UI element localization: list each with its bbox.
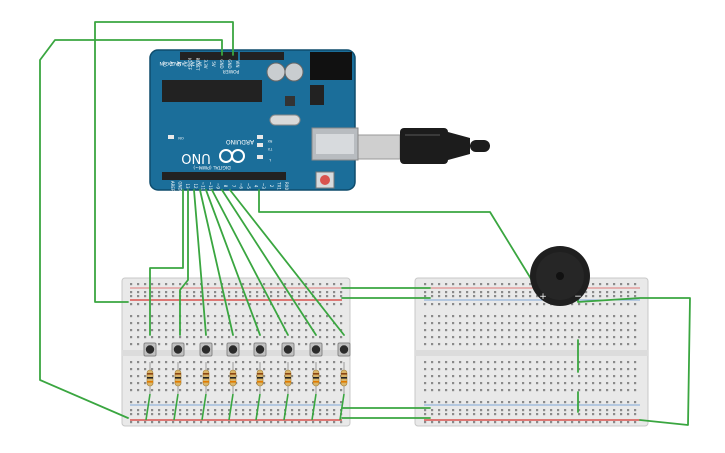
- wire-d2: [149, 189, 184, 336]
- board-model: UNO: [181, 150, 210, 165]
- digital-pin-label: 7: [231, 185, 236, 188]
- tx-led-label: TX: [267, 147, 273, 151]
- digital-pin-label: 8: [223, 185, 228, 188]
- resistor: [202, 362, 210, 394]
- wire-buzzer-gnd: [577, 297, 691, 426]
- analog-pin-label: A2: [176, 61, 181, 67]
- usb-cable: [354, 128, 490, 164]
- power-pin-label: 3.3V: [203, 59, 208, 68]
- resistor: [256, 362, 264, 394]
- digital-header: [162, 172, 286, 180]
- digital-pin-label: RX0: [284, 182, 289, 191]
- digital-pin-label: 2: [269, 185, 274, 188]
- power-pin-label: IOREF: [187, 58, 192, 71]
- digital-pin-label: AREF: [170, 181, 175, 192]
- pin-labels: RX0TX12~34~5~678~9~10~111213GNDAREFVINGN…: [162, 58, 289, 192]
- power-header: [180, 52, 238, 60]
- digital-pin-label: ~11: [200, 182, 205, 191]
- wire-5v-to-rail: [94, 21, 234, 303]
- resistor-gnd-wire: [145, 393, 151, 421]
- wire-d3: [179, 189, 189, 336]
- wire-d5: [199, 189, 234, 336]
- digital-pin-label: ~6: [238, 183, 243, 189]
- resistor: [174, 362, 182, 394]
- resistor-row: [146, 362, 348, 394]
- analog-pin-label: A5: [197, 61, 202, 67]
- resistor-gnd-wire: [311, 393, 317, 421]
- digital-pin-label: ~5: [246, 183, 251, 189]
- wire-d6: [205, 189, 261, 336]
- analog-header: [240, 52, 284, 60]
- digital-pin-label: 13: [185, 183, 190, 189]
- wire-d13-to-buzzer: [258, 189, 545, 301]
- wires: [39, 21, 691, 426]
- pushbutton: [226, 342, 240, 357]
- digital-pin-label: 4: [254, 185, 259, 188]
- wire-d4: [193, 189, 207, 336]
- resistor: [284, 362, 292, 394]
- pushbutton: [337, 342, 351, 357]
- analog-pin-label: A3: [183, 61, 188, 67]
- digital-pin-label: ~3: [261, 183, 266, 189]
- resistor-ground-wires: [145, 393, 345, 421]
- digital-pin-label: ~10: [208, 182, 213, 191]
- piezo-buzzer: + −: [530, 246, 590, 306]
- arduino-logo-icon: [219, 149, 245, 163]
- wire-d9: [229, 189, 345, 336]
- resistor-gnd-wire: [228, 393, 234, 421]
- board-brand: ARDUINO: [226, 138, 255, 145]
- pushbutton: [281, 342, 295, 357]
- buzzer-minus-label: −: [574, 292, 582, 302]
- arduino-uno-board: ARDUINO UNO ANALOG IN POWER DIGITAL (PWM…: [149, 49, 359, 192]
- power-pin-label: VIN: [235, 61, 240, 68]
- power-label: POWER: [223, 68, 240, 74]
- pushbutton-row: [143, 342, 351, 357]
- analog-pin-label: A0: [162, 61, 167, 67]
- resistor-gnd-wire: [201, 393, 207, 421]
- wire-gnd-to-rail: [39, 39, 223, 419]
- wire-d7: [211, 189, 289, 336]
- pushbutton: [253, 342, 267, 357]
- pushbutton: [143, 342, 157, 357]
- resistor: [312, 362, 320, 394]
- resistor-gnd-wire: [283, 393, 289, 421]
- resistor: [340, 362, 348, 394]
- resistor-gnd-wire: [173, 393, 179, 421]
- digital-pin-label: 12: [193, 183, 198, 189]
- power-pin-label: GND: [219, 59, 224, 68]
- digital-pin-label: TX1: [276, 181, 281, 190]
- pushbutton: [199, 342, 213, 357]
- analog-pin-label: A1: [169, 61, 174, 67]
- resistor: [229, 362, 237, 394]
- power-pin-label: GND: [227, 59, 232, 68]
- resistor-gnd-wire: [339, 393, 345, 421]
- analog-pin-label: A4: [190, 61, 195, 67]
- resistor-gnd-wire: [255, 393, 261, 421]
- pushbutton: [171, 342, 185, 357]
- buzzer-plus-label: +: [539, 292, 547, 302]
- rx-led-label: RX: [267, 139, 272, 143]
- resistor: [146, 362, 154, 394]
- pushbutton: [309, 342, 323, 357]
- l-led-label: L: [269, 158, 271, 162]
- power-pin-label: 5V: [211, 61, 216, 67]
- power-pin-label: RESET: [195, 58, 200, 71]
- digital-pin-label: GND: [178, 181, 183, 190]
- digital-label: DIGITAL (PWM~): [193, 164, 231, 170]
- digital-pin-label: ~9: [216, 183, 221, 189]
- wire-d8: [221, 189, 317, 336]
- on-led-label: ON: [178, 136, 184, 140]
- analog-in-label: ANALOG IN: [159, 60, 184, 66]
